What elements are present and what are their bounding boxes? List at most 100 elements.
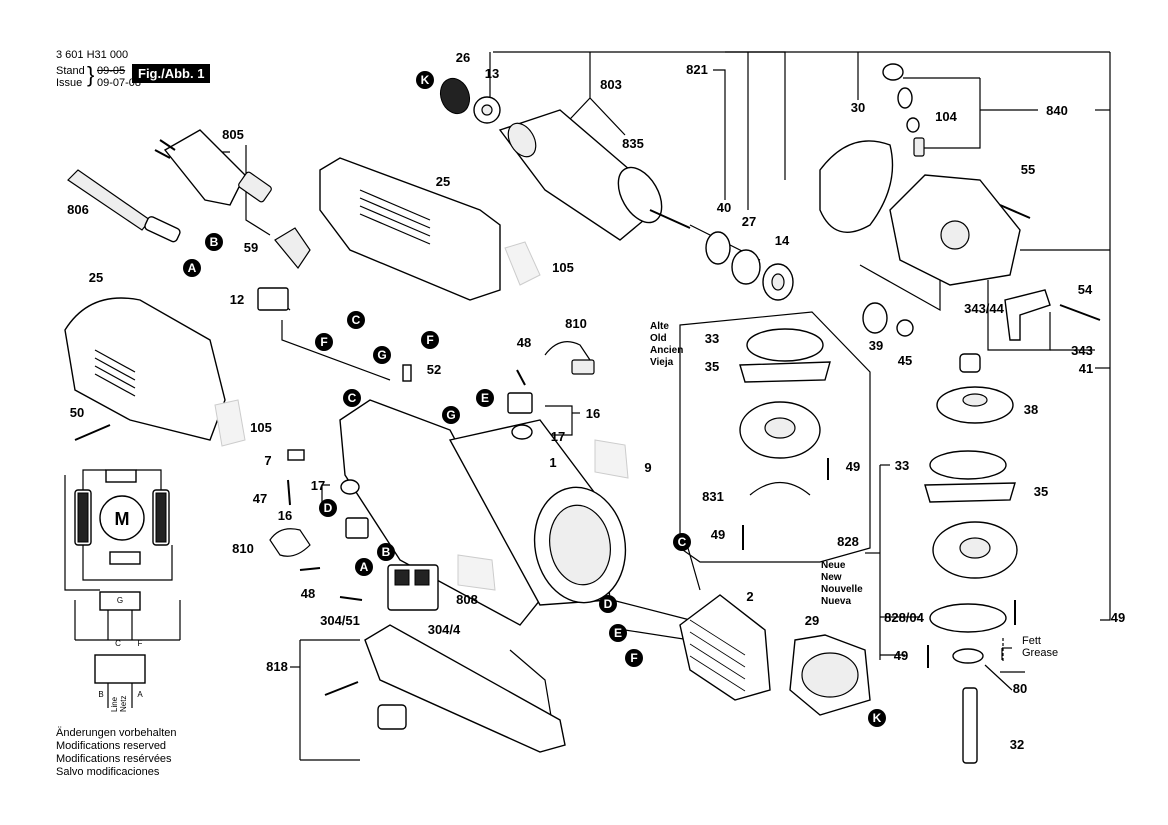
stand-label: Stand (56, 65, 85, 77)
label-29: 29 (805, 613, 819, 628)
ring-27 (731, 249, 761, 285)
screw-55 (999, 204, 1031, 219)
bullet-e-coil (609, 624, 627, 642)
sch-netz: Netz (119, 696, 128, 712)
part-drawings (64, 63, 1101, 764)
label-808 (457, 554, 496, 591)
armature (498, 109, 691, 241)
vent-slots-top (359, 189, 431, 245)
flange-35-old (739, 361, 831, 383)
oring (906, 117, 920, 133)
label-805: 805 (222, 127, 244, 142)
sch-f: F (138, 639, 143, 648)
label-343: 343 (1071, 343, 1093, 358)
label-806: 806 (67, 202, 89, 217)
label-9-text: 9 (644, 460, 651, 475)
label-14: 14 (775, 233, 790, 248)
fan-guard-29-opening (801, 652, 859, 698)
screw-304-51 (339, 596, 363, 601)
bullet-d-coil-text: D (604, 597, 613, 611)
schematic-labels: M G C F B A Line Netz (98, 509, 143, 712)
bullet-e-mid (476, 389, 494, 407)
bullet-g-top (373, 346, 391, 364)
cable-810-left (269, 528, 311, 557)
bullet-k-low-text: K (873, 711, 882, 725)
bullet-e-coil-text: E (614, 626, 622, 640)
bullet-f-coil (625, 649, 643, 667)
connection-bullets: K B A C F G F C G E D B A C (183, 71, 886, 727)
label-49-new-b: 49 (894, 648, 908, 663)
label-105-top (504, 241, 541, 286)
housing-half-top (319, 157, 501, 301)
label-304-4: 304/4 (428, 622, 461, 637)
bullet-g-mid-text: G (446, 408, 455, 422)
bullet-f-coil-text: F (630, 651, 637, 665)
label-808-text: 808 (456, 592, 478, 607)
bearing-41 (959, 353, 981, 373)
label-48-top: 48 (517, 335, 531, 350)
old-fr: Ancien (650, 345, 683, 356)
bearing-14-bore (771, 273, 785, 291)
fan-26 (439, 77, 471, 115)
bullet-g-mid (442, 406, 460, 424)
sch-c: C (115, 639, 121, 648)
connector-810 (571, 359, 595, 375)
note-line: Modifications reserved (56, 740, 167, 752)
old-date: 09-05 (97, 65, 126, 77)
bullet-f-mid-text: F (426, 333, 433, 347)
bullet-a-low-text: A (360, 560, 369, 574)
part-7 (287, 449, 305, 461)
oring-82804 (929, 603, 1007, 633)
label-35-new: 35 (1034, 484, 1048, 499)
label-49-old-b: 49 (711, 527, 725, 542)
figure-tag: Fig./Abb. 1 (132, 64, 211, 83)
label-48-left: 48 (301, 586, 315, 601)
screw-48-top (516, 369, 526, 386)
bullet-f-top (315, 333, 333, 351)
label-52: 52 (427, 362, 441, 377)
air-baffle-30 (819, 140, 894, 233)
label-49-new-a: 49 (1111, 610, 1125, 625)
cable-guard (67, 169, 151, 231)
new-date: 09-07-08 (97, 77, 142, 89)
bullet-d-left (319, 499, 337, 517)
label-33-new: 33 (895, 458, 909, 473)
label-27: 27 (742, 214, 756, 229)
cable-810-top (544, 341, 591, 361)
bullet-f-mid (421, 331, 439, 349)
label-821: 821 (686, 62, 708, 77)
label-16-left: 16 (278, 508, 292, 523)
wiring-schematic (64, 469, 181, 708)
bullet-c-coil-text: C (678, 535, 687, 549)
label-831: 831 (702, 489, 724, 504)
label-7: 7 (264, 453, 271, 468)
pinion-39 (862, 302, 888, 334)
label-39: 39 (869, 338, 883, 353)
bullet-k-low (868, 709, 886, 727)
issue-label: Issue (56, 77, 83, 89)
bullet-d-left-text: D (324, 501, 333, 515)
bullet-g-top-text: G (377, 348, 386, 362)
bullet-e-mid-text: E (481, 391, 489, 405)
new-en: New (821, 572, 842, 583)
field-coil (679, 594, 771, 701)
bullet-k-top-text: K (421, 73, 430, 87)
modification-notes: Änderungen vorbehalten Modifications res… (56, 727, 176, 779)
label-16-right: 16 (586, 406, 600, 421)
bullet-k-top (416, 71, 434, 89)
pin (913, 137, 925, 157)
seal-33-new (929, 450, 1007, 480)
screw-54 (1059, 304, 1101, 321)
bullet-f-top-text: F (320, 335, 327, 349)
label-304-51: 304/51 (320, 613, 360, 628)
brush-304-b (414, 569, 430, 586)
grease-note: Fett Grease (1022, 635, 1058, 659)
motor-housing (339, 399, 627, 626)
label-13: 13 (485, 66, 499, 81)
label-47: 47 (253, 491, 267, 506)
label-40: 40 (717, 200, 731, 215)
label-33-old: 33 (705, 331, 719, 346)
grease-de: Fett (1022, 635, 1041, 647)
sch-g: G (117, 596, 123, 605)
label-810-left: 810 (232, 541, 254, 556)
